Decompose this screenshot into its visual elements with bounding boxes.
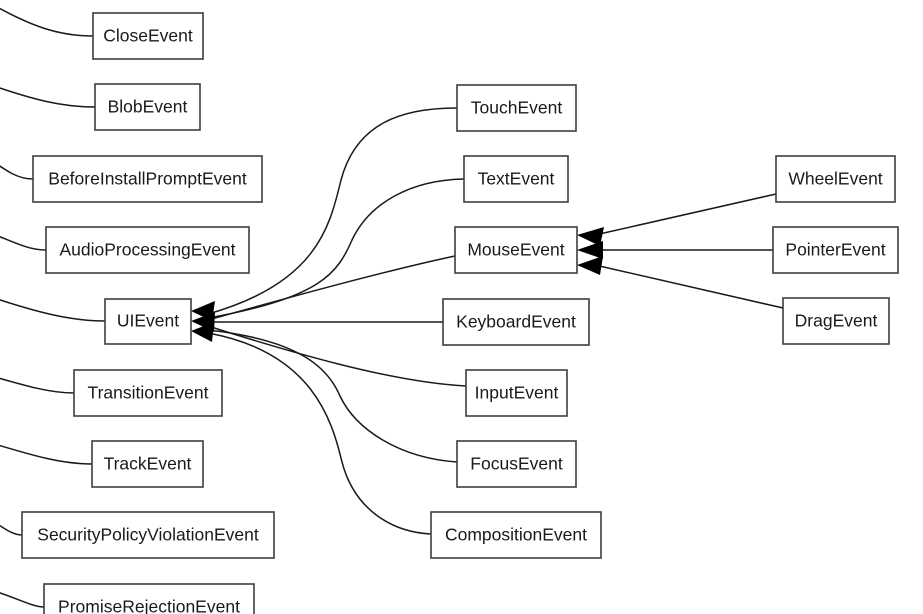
node-securitypolicyviolation-event[interactable]: SecurityPolicyViolationEvent [21,511,275,559]
edge-focus-to-uievent [207,329,458,463]
node-track-event[interactable]: TrackEvent [91,440,204,488]
node-label-focus-event: FocusEvent [470,454,563,474]
node-close-event[interactable]: CloseEvent [92,12,204,60]
edge-drag-to-mouse [594,264,784,309]
edge-promiserej-to-event [0,592,45,608]
node-box-audioprocessing-event[interactable] [45,226,250,274]
node-box-composition-event[interactable] [430,511,602,559]
node-label-audioprocessing-event: AudioProcessingEvent [59,240,235,260]
node-focus-event[interactable]: FocusEvent [456,440,577,488]
node-box-wheel-event[interactable] [775,155,896,203]
node-label-keyboard-event: KeyboardEvent [456,312,576,332]
node-ui-event[interactable]: UIEvent [104,298,192,345]
edge-beforeinstall-to-event [0,165,34,180]
edge-input-to-uievent [207,325,467,387]
edge-touch-to-uievent [207,107,458,315]
node-blob-event[interactable]: BlobEvent [94,83,201,131]
node-label-securitypolicyviolation-event: SecurityPolicyViolationEvent [37,525,259,545]
edge-blob-to-event [0,87,96,108]
node-box-beforeinstallprompt-event[interactable] [32,155,263,203]
edge-close-to-event [0,7,94,37]
node-keyboard-event[interactable]: KeyboardEvent [442,298,590,346]
arrowhead-into-uievent-3 [191,322,214,342]
node-pointer-event[interactable]: PointerEvent [772,226,899,274]
node-box-track-event[interactable] [91,440,204,488]
node-label-composition-event: CompositionEvent [445,525,587,545]
node-label-mouse-event: MouseEvent [467,240,564,260]
edge-wheel-to-mouse [594,193,777,236]
node-box-transition-event[interactable] [73,369,223,417]
node-box-drag-event[interactable] [782,297,890,345]
node-label-blob-event: BlobEvent [108,97,188,117]
node-mouse-event[interactable]: MouseEvent [454,226,578,274]
node-layer: CloseEvent BlobEvent BeforeInstallPrompt… [21,12,899,614]
node-text-event[interactable]: TextEvent [463,155,569,203]
node-label-close-event: CloseEvent [103,26,193,46]
node-box-blob-event[interactable] [94,83,201,131]
node-box-touch-event[interactable] [456,84,577,132]
node-audioprocessing-event[interactable]: AudioProcessingEvent [45,226,250,274]
arrowhead-into-mouse-2 [577,241,603,259]
node-composition-event[interactable]: CompositionEvent [430,511,602,559]
node-label-text-event: TextEvent [478,169,555,189]
node-transition-event[interactable]: TransitionEvent [73,369,223,417]
node-label-track-event: TrackEvent [104,454,192,474]
node-box-keyboard-event[interactable] [442,298,590,346]
node-label-pointer-event: PointerEvent [785,240,885,260]
node-label-input-event: InputEvent [475,383,559,403]
node-label-ui-event: UIEvent [117,311,179,331]
node-box-promiserejection-event[interactable] [43,583,255,614]
arrowhead-into-mouse-3 [577,256,603,275]
arrowhead-into-mouse-1 [577,227,604,246]
node-wheel-event[interactable]: WheelEvent [775,155,896,203]
node-box-securitypolicyviolation-event[interactable] [21,511,275,559]
edge-uievent-to-event [0,299,106,322]
node-drag-event[interactable]: DragEvent [782,297,890,345]
arrowhead-layer [191,227,604,342]
node-label-beforeinstallprompt-event: BeforeInstallPromptEvent [48,169,247,189]
node-box-pointer-event[interactable] [772,226,899,274]
node-label-touch-event: TouchEvent [471,98,563,118]
node-touch-event[interactable]: TouchEvent [456,84,577,132]
edge-securitypol-to-event [0,524,23,536]
node-promiserejection-event[interactable]: PromiseRejectionEvent [43,583,255,614]
node-box-ui-event[interactable] [104,298,192,345]
node-label-transition-event: TransitionEvent [88,383,209,403]
node-box-mouse-event[interactable] [454,226,578,274]
node-box-input-event[interactable] [465,369,568,417]
edge-composition-to-uievent [207,332,432,535]
node-box-text-event[interactable] [463,155,569,203]
node-label-wheel-event: WheelEvent [788,169,882,189]
edge-track-to-event [0,444,93,465]
edge-audioproc-to-event [0,235,47,251]
edge-transition-to-event [0,377,75,394]
edge-layer [0,7,784,608]
node-box-focus-event[interactable] [456,440,577,488]
node-box-close-event[interactable] [92,12,204,60]
edge-mouse-to-uievent [207,255,456,321]
node-label-drag-event: DragEvent [795,311,878,331]
node-label-promiserejection-event: PromiseRejectionEvent [58,597,240,614]
node-beforeinstallprompt-event[interactable]: BeforeInstallPromptEvent [32,155,263,203]
node-input-event[interactable]: InputEvent [465,369,568,417]
